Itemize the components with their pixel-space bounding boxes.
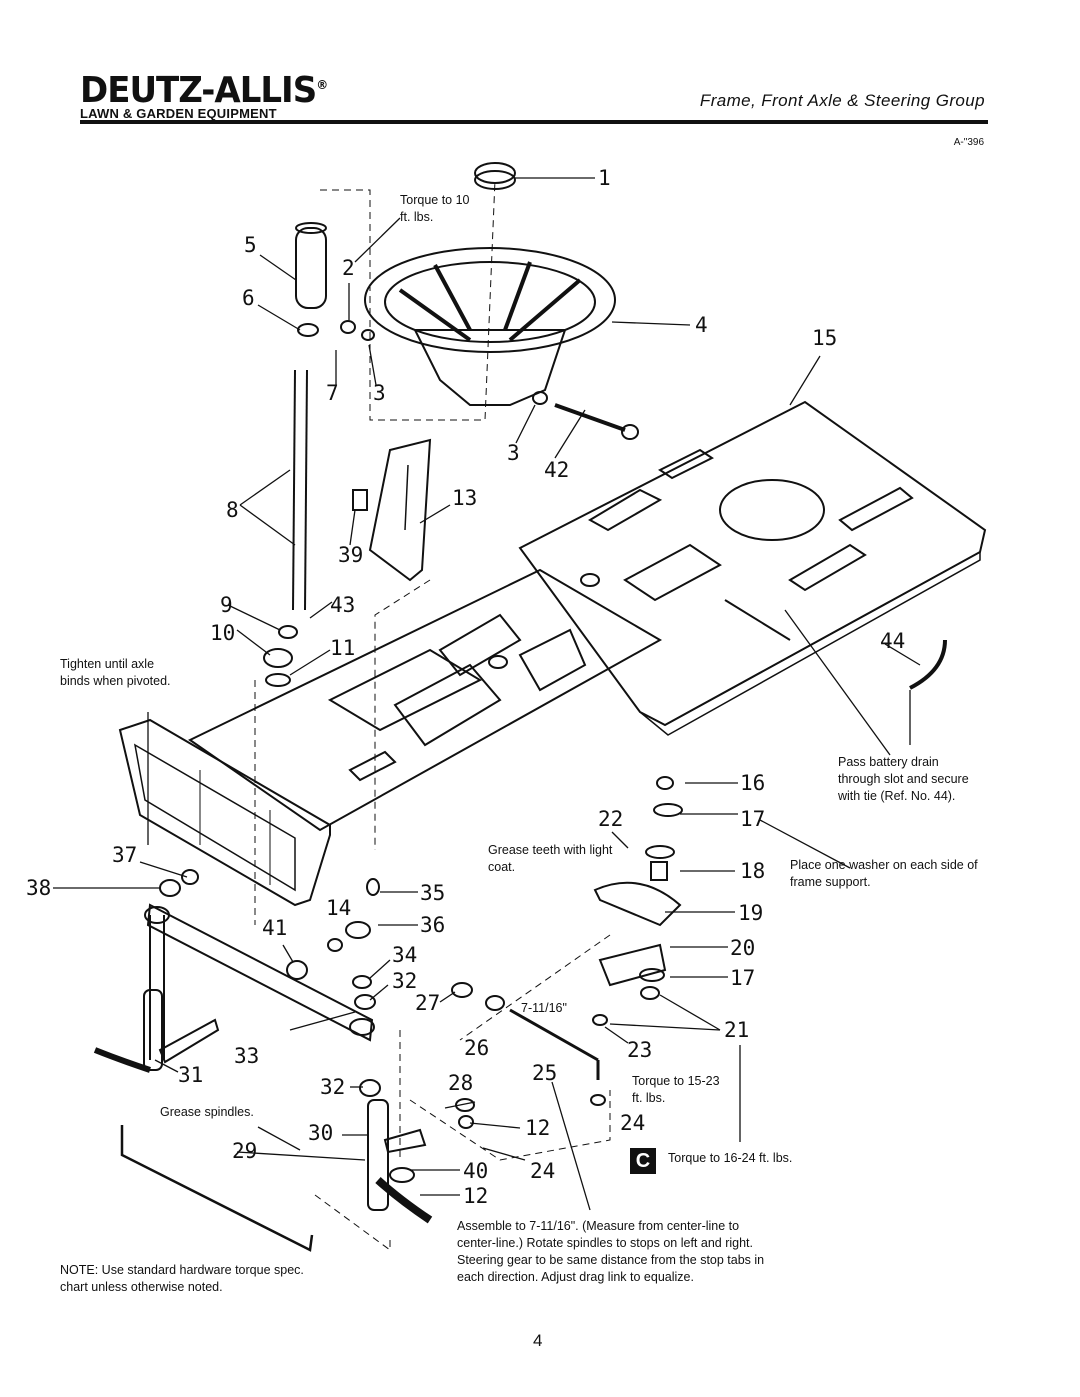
callout-43: 43 bbox=[330, 593, 355, 617]
brand-name: DEUTZ-ALLIS® bbox=[80, 69, 328, 112]
steering-bracket bbox=[368, 438, 432, 582]
c-badge: C bbox=[630, 1148, 656, 1174]
leader-lines bbox=[53, 177, 921, 1211]
section-title: Frame, Front Axle & Steering Group bbox=[699, 91, 985, 110]
callout-29: 29 bbox=[232, 1139, 257, 1163]
brand-subtitle: LAWN & GARDEN EQUIPMENT bbox=[80, 106, 277, 122]
cable-tie bbox=[909, 639, 947, 690]
note-torque-15-23: Torque to 15-23 ft. lbs. bbox=[632, 1074, 720, 1105]
callout-14: 14 bbox=[326, 896, 351, 920]
callout-12a: 12 bbox=[525, 1116, 550, 1140]
callout-40: 40 bbox=[463, 1159, 488, 1183]
right-spindle bbox=[367, 1099, 433, 1224]
callout-32b: 32 bbox=[320, 1075, 345, 1099]
callout-6: 6 bbox=[242, 286, 255, 310]
callout-3a: 3 bbox=[373, 381, 386, 405]
frame-support bbox=[598, 943, 667, 987]
callout-11: 11 bbox=[330, 636, 355, 660]
callout-24a: 24 bbox=[620, 1111, 645, 1135]
page-number: 4 bbox=[533, 1331, 543, 1350]
callout-2: 2 bbox=[342, 256, 355, 280]
callout-22: 22 bbox=[598, 807, 623, 831]
note-washer: Place one washer on each side of frame s… bbox=[790, 858, 978, 889]
callout-37: 37 bbox=[112, 843, 137, 867]
callout-41: 41 bbox=[262, 916, 287, 940]
callout-27: 27 bbox=[415, 991, 440, 1015]
callout-20: 20 bbox=[730, 936, 755, 960]
callout-31: 31 bbox=[178, 1063, 203, 1087]
bolt-42 bbox=[532, 391, 639, 440]
callout-18: 18 bbox=[740, 859, 765, 883]
steering-wheel bbox=[364, 162, 616, 406]
callout-26: 26 bbox=[464, 1036, 489, 1060]
frame-rear-plate bbox=[518, 400, 987, 736]
callout-5: 5 bbox=[244, 233, 257, 257]
callout-42: 42 bbox=[544, 458, 569, 482]
callout-13: 13 bbox=[452, 486, 477, 510]
callout-33: 33 bbox=[234, 1044, 259, 1068]
callout-35: 35 bbox=[420, 881, 445, 905]
callout-44: 44 bbox=[880, 629, 905, 653]
figure-reference: A-"396 bbox=[953, 137, 984, 148]
frame-front-rails bbox=[188, 568, 663, 832]
callout-12b: 12 bbox=[463, 1184, 488, 1208]
brand-logo: DEUTZ-ALLIS® LAWN & GARDEN EQUIPMENT bbox=[80, 68, 328, 122]
callout-1: 1 bbox=[598, 166, 611, 190]
callout-28: 28 bbox=[448, 1071, 473, 1095]
callout-15: 15 bbox=[812, 326, 837, 350]
tie-rod bbox=[120, 1125, 314, 1252]
front-bumper bbox=[118, 718, 331, 907]
steering-column bbox=[263, 222, 327, 687]
note-dimension: 7-11/16" bbox=[521, 1001, 567, 1015]
callout-4: 4 bbox=[695, 313, 708, 337]
callout-32a: 32 bbox=[392, 969, 417, 993]
note-standard-hardware: NOTE: Use standard hardware torque spec.… bbox=[60, 1263, 304, 1294]
callout-19: 19 bbox=[738, 901, 763, 925]
note-tighten-axle: Tighten until axle binds when pivoted. bbox=[60, 657, 171, 688]
callout-24b: 24 bbox=[530, 1159, 555, 1183]
callout-38: 38 bbox=[26, 876, 51, 900]
note-assemble: Assemble to 7-11/16". (Measure from cent… bbox=[457, 1219, 765, 1284]
steering-gear bbox=[593, 881, 682, 927]
callout-34: 34 bbox=[392, 943, 417, 967]
callout-36: 36 bbox=[420, 913, 445, 937]
callout-9: 9 bbox=[220, 593, 233, 617]
assembly-lines bbox=[254, 179, 611, 1251]
callout-16: 16 bbox=[740, 771, 765, 795]
front-axle bbox=[144, 903, 375, 1060]
callout-25: 25 bbox=[532, 1061, 557, 1085]
note-grease-teeth: Grease teeth with light coat. bbox=[488, 843, 613, 874]
note-torque-10: Torque to 10 ft. lbs. bbox=[400, 193, 470, 224]
callout-10: 10 bbox=[210, 621, 235, 645]
callout-8: 8 bbox=[226, 498, 239, 522]
small-hardware bbox=[159, 320, 683, 1183]
header-rule bbox=[80, 120, 988, 124]
callout-23: 23 bbox=[627, 1038, 652, 1062]
callout-17a: 17 bbox=[740, 807, 765, 831]
callout-7: 7 bbox=[326, 381, 339, 405]
drag-link bbox=[509, 1008, 599, 1062]
note-grease-spindles: Grease spindles. bbox=[160, 1105, 254, 1119]
note-torque-16-24: Torque to 16-24 ft. lbs. bbox=[668, 1151, 793, 1165]
callout-17b: 17 bbox=[730, 966, 755, 990]
callout-21: 21 bbox=[724, 1018, 749, 1042]
callout-3b: 3 bbox=[507, 441, 520, 465]
callout-30: 30 bbox=[308, 1121, 333, 1145]
callout-39: 39 bbox=[338, 543, 363, 567]
left-spindle bbox=[93, 989, 220, 1073]
note-battery-drain: Pass battery drain through slot and secu… bbox=[838, 755, 969, 803]
